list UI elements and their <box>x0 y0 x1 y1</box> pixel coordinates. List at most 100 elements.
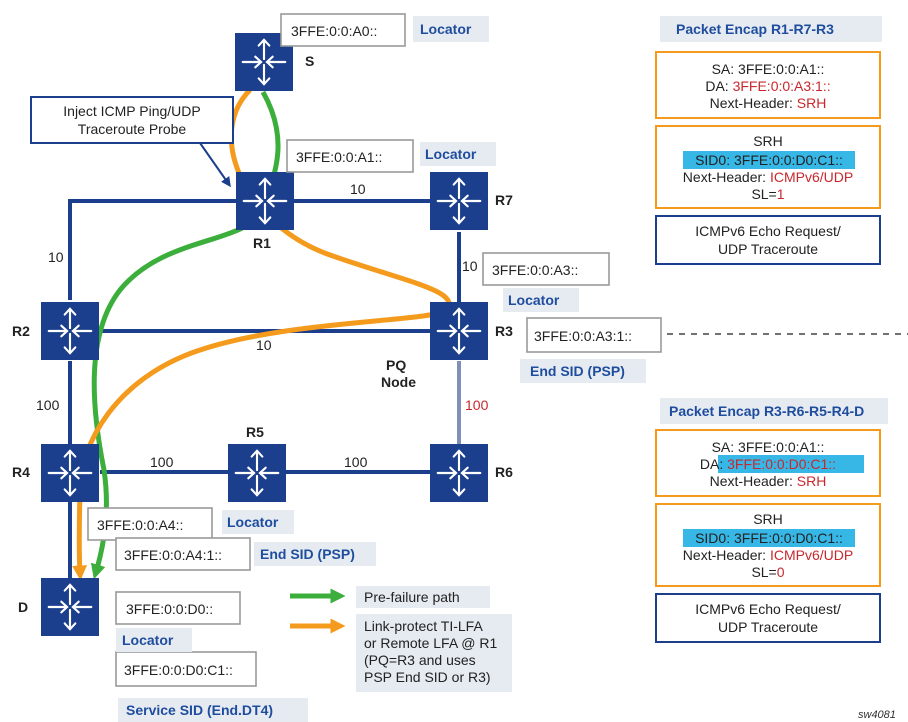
metric-r2-r1: 10 <box>48 249 64 265</box>
encap2-srh-nh-label: Next-Header: <box>683 547 770 563</box>
metric-r4-r5: 100 <box>150 454 174 470</box>
pq-node-label-line2: Node <box>381 374 416 390</box>
router-r2[interactable] <box>41 302 99 360</box>
router-r1-label: R1 <box>253 235 271 251</box>
encap2-da-label: DA: <box>700 456 727 472</box>
encap1-sl-label: SL= <box>751 186 776 202</box>
metric-r1-r7: 10 <box>350 181 366 197</box>
legend-lfa-line4: PSP End SID or R3) <box>364 669 491 685</box>
legend-prefailure-label: Pre-failure path <box>364 589 460 605</box>
d-locator-address: 3FFE:0:0:D0:: <box>126 601 213 617</box>
link-r2-r1 <box>68 199 236 300</box>
r3-end-sid-tag: End SID (PSP) <box>530 363 625 379</box>
metric-r2-r4: 100 <box>36 397 60 413</box>
encap1-srh-nh-label: Next-Header: <box>683 169 770 185</box>
router-r7-label: R7 <box>495 192 513 208</box>
svg-text:Next-Header: ICMPv6/UDP: Next-Header: ICMPv6/UDP <box>683 547 853 563</box>
router-r1[interactable] <box>236 172 294 230</box>
svg-text:Next-Header: ICMPv6/UDP: Next-Header: ICMPv6/UDP <box>683 169 853 185</box>
svg-text:Next-Header: SRH: Next-Header: SRH <box>710 95 827 111</box>
encap2-sl-value: 0 <box>777 564 785 580</box>
router-r4[interactable] <box>41 444 99 502</box>
metric-r2-r3: 10 <box>256 337 272 353</box>
r4-end-sid-box <box>115 537 251 571</box>
encap-panel-r3-r6-r5-r4-d: Packet Encap R3-R6-R5-R4-D SA: 3FFE:0:0:… <box>655 398 888 643</box>
encap2-srh-nh-value: ICMPv6/UDP <box>770 547 853 563</box>
encap1-da-value: 3FFE:0:0:A3:1:: <box>733 78 831 94</box>
r5-locator-tag: Locator <box>227 514 279 530</box>
encap1-srh-title: SRH <box>753 133 783 149</box>
encap2-payload <box>655 593 881 643</box>
r3-locator-box <box>482 252 610 286</box>
encap2-payload-line1: ICMPv6 Echo Request/ <box>695 601 841 617</box>
encap1-sa-label: SA: <box>712 61 738 77</box>
callout-line1: Inject ICMP Ping/UDP <box>63 103 200 119</box>
encap1-nh-value: SRH <box>797 95 827 111</box>
encap2-nh-value: SRH <box>797 473 827 489</box>
router-r6-label: R6 <box>495 464 513 480</box>
router-r3-label: R3 <box>495 323 513 339</box>
router-d-label: D <box>18 599 28 615</box>
r4-end-sid-tag: End SID (PSP) <box>260 546 355 562</box>
router-r7[interactable] <box>430 172 488 230</box>
s-locator-tag: Locator <box>420 21 472 37</box>
r1-locator-box <box>286 139 414 173</box>
r4-end-sid-address: 3FFE:0:0:A4:1:: <box>124 547 222 563</box>
pq-node-label-line1: PQ <box>386 357 406 373</box>
metric-r5-r6: 100 <box>344 454 368 470</box>
router-d[interactable] <box>41 578 99 636</box>
encap1-payload <box>655 215 881 265</box>
metric-r3-r6: 100 <box>465 397 489 413</box>
r3-end-sid-box <box>526 317 662 353</box>
router-r4-label: R4 <box>12 464 30 480</box>
legend: Pre-failure path Link-protect TI-LFA or … <box>290 586 512 692</box>
encap2-sid0: SID0: 3FFE:0:0:D0:C1:: <box>695 530 843 546</box>
legend-lfa-line3: (PQ=R3 and uses <box>364 652 476 668</box>
encap1-title: Packet Encap R1-R7-R3 <box>676 21 834 37</box>
metric-r7-r3: 10 <box>462 258 478 274</box>
router-r5-label: R5 <box>246 424 264 440</box>
encap2-payload-line2: UDP Traceroute <box>718 619 818 635</box>
encap2-sa-label: SA: <box>712 439 738 455</box>
encap2-sl-label: SL= <box>751 564 776 580</box>
s-locator-box <box>280 13 406 47</box>
svg-text:DA: 3FFE:0:0:D0:C1::: DA: 3FFE:0:0:D0:C1:: <box>700 456 836 472</box>
s-locator-address: 3FFE:0:0:A0:: <box>291 23 377 39</box>
encap1-da-label: DA: <box>705 78 732 94</box>
r3-end-sid-address: 3FFE:0:0:A3:1:: <box>534 328 632 344</box>
legend-lfa-line1: Link-protect TI-LFA <box>364 618 483 634</box>
svg-text:Next-Header: SRH: Next-Header: SRH <box>710 473 827 489</box>
router-r2-label: R2 <box>12 323 30 339</box>
encap1-sl-value: 1 <box>777 186 785 202</box>
d-locator-box <box>115 591 241 625</box>
r4-locator-address: 3FFE:0:0:A4:: <box>97 517 183 533</box>
encap2-da-value: 3FFE:0:0:D0:C1:: <box>727 456 836 472</box>
encap2-sa-value: 3FFE:0:0:A1:: <box>738 439 824 455</box>
encap1-sid0: SID0: 3FFE:0:0:D0:C1:: <box>695 152 843 168</box>
router-r5[interactable] <box>228 444 286 502</box>
d-service-sid-address: 3FFE:0:0:D0:C1:: <box>124 662 233 678</box>
encap2-title: Packet Encap R3-R6-R5-R4-D <box>669 403 864 419</box>
r1-locator-address: 3FFE:0:0:A1:: <box>296 149 382 165</box>
svg-text:DA: 3FFE:0:0:A3:1::: DA: 3FFE:0:0:A3:1:: <box>705 78 830 94</box>
r1-locator-tag: Locator <box>425 146 477 162</box>
encap1-payload-line2: UDP Traceroute <box>718 241 818 257</box>
d-locator-tag: Locator <box>122 632 174 648</box>
svg-text:SL=0: SL=0 <box>751 564 784 580</box>
d-service-sid-tag: Service SID (End.DT4) <box>126 702 273 718</box>
svg-text:SA: 3FFE:0:0:A1::: SA: 3FFE:0:0:A1:: <box>712 61 825 77</box>
encap2-srh-title: SRH <box>753 511 783 527</box>
encap1-srh-nh-value: ICMPv6/UDP <box>770 169 853 185</box>
svg-text:SA: 3FFE:0:0:A1::: SA: 3FFE:0:0:A1:: <box>712 439 825 455</box>
router-r3[interactable] <box>430 302 488 360</box>
encap2-nh-label: Next-Header: <box>710 473 797 489</box>
watermark: sw4081 <box>858 709 896 721</box>
r3-locator-tag: Locator <box>508 292 560 308</box>
encap1-sa-value: 3FFE:0:0:A1:: <box>738 61 824 77</box>
svg-text:SL=1: SL=1 <box>751 186 784 202</box>
legend-lfa-line2: or Remote LFA @ R1 <box>364 635 497 651</box>
encap1-nh-label: Next-Header: <box>710 95 797 111</box>
probe-callout: Inject ICMP Ping/UDP Traceroute Probe <box>30 96 234 188</box>
router-r6[interactable] <box>430 444 488 502</box>
